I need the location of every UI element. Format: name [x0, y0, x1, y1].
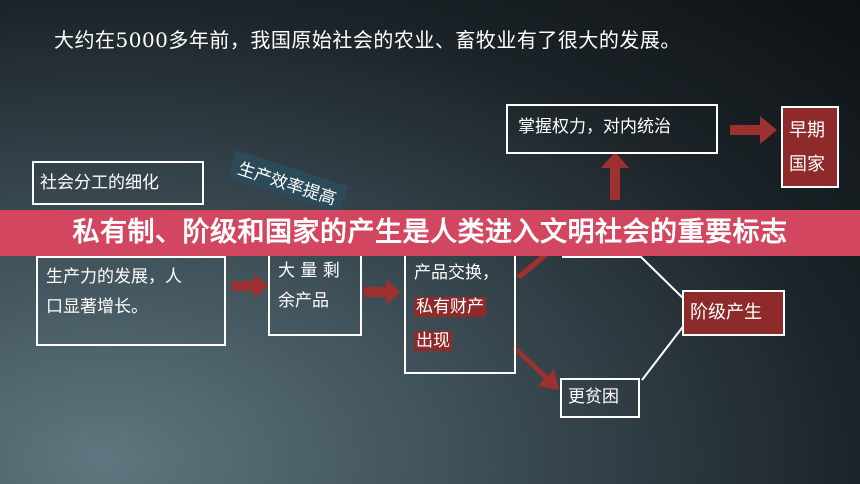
early-state-line-2: 国家: [789, 154, 825, 175]
exchange-box: 产品交换， 私有财产 出现: [404, 250, 516, 374]
exchange-line-1: 产品交换，: [414, 263, 499, 283]
arrow-surplus-exchange: [364, 279, 400, 305]
appear-highlight: 出现: [414, 331, 452, 351]
productivity-line-2: 口显著增长。: [46, 297, 148, 317]
private-property-highlight: 私有财产: [414, 297, 486, 317]
early-state-line-1: 早期: [789, 120, 825, 141]
productivity-box: 生产力的发展，人 口显著增长。: [36, 256, 226, 346]
division-of-labor-box: 社会分工的细化: [32, 161, 204, 205]
poor-label: 更贫困: [568, 387, 619, 407]
surplus-box: 大 量 剩 余产品: [268, 250, 362, 336]
arrow-productivity-surplus: [232, 273, 268, 299]
intro-text: 大约在5000多年前，我国原始社会的农业、畜牧业有了很大的发展。: [54, 28, 681, 52]
power-box: 掌握权力，对内统治: [506, 104, 718, 154]
arrow-exchange-poor: [512, 346, 559, 390]
surplus-line-1: 大 量 剩: [278, 261, 340, 281]
power-label: 掌握权力，对内统治: [518, 117, 671, 137]
arrow-power-state: [730, 116, 777, 144]
conclusion-banner: 私有制、阶级和国家的产生是人类进入文明社会的重要标志: [0, 210, 860, 256]
surplus-line-2: 余产品: [278, 291, 329, 311]
class-label: 阶级产生: [690, 302, 762, 323]
division-label: 社会分工的细化: [40, 173, 159, 193]
line-rich-class: [639, 255, 689, 304]
early-state-box: 早期 国家: [781, 106, 839, 188]
arrow-rich-power: [601, 152, 629, 200]
productivity-line-1: 生产力的发展，人: [46, 267, 182, 287]
class-box: 阶级产生: [682, 290, 785, 336]
line-class-poor: [641, 319, 689, 381]
poor-box: 更贫困: [560, 378, 640, 418]
